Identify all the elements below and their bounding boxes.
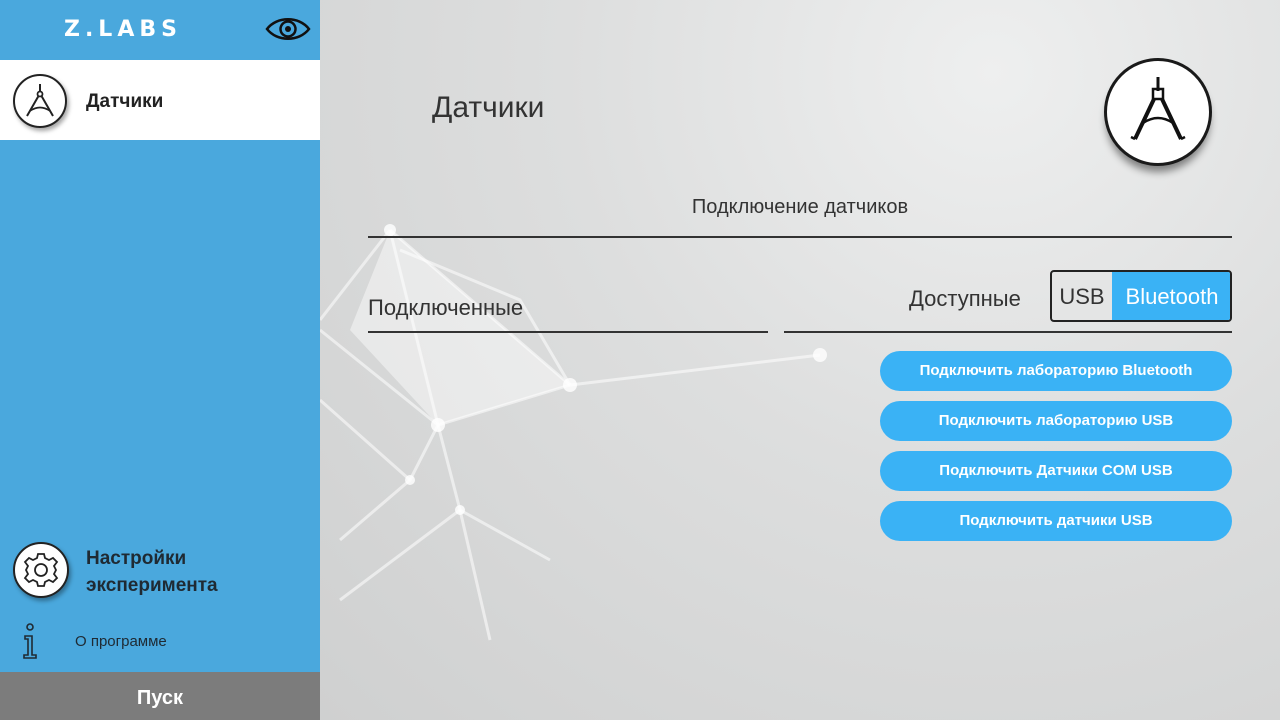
compass-icon (13, 74, 67, 128)
compass-icon (1104, 58, 1212, 166)
connect-sensors-usb-button[interactable]: Подключить датчики USB (880, 501, 1232, 541)
divider (368, 236, 1232, 238)
start-button[interactable]: Пуск (0, 672, 320, 720)
connection-type-toggle: USB Bluetooth (1050, 270, 1232, 322)
toggle-bluetooth[interactable]: Bluetooth (1112, 272, 1230, 320)
divider (368, 331, 768, 333)
connected-title: Подключенные (368, 295, 524, 320)
info-icon (23, 623, 37, 659)
connect-lab-usb-button[interactable]: Подключить лабораторию USB (880, 401, 1232, 441)
eye-icon[interactable] (265, 13, 311, 45)
connect-lab-bluetooth-button[interactable]: Подключить лабораторию Bluetooth (880, 351, 1232, 391)
sidebar-item-label: Настройки эксперимента (86, 545, 218, 599)
divider (784, 331, 1232, 333)
sidebar-item-label: О программе (75, 633, 167, 650)
section-title: Подключение датчиков (691, 196, 909, 218)
settings-label-line2: эксперимента (86, 575, 218, 596)
sidebar-item-sensors[interactable]: Датчики (0, 60, 320, 140)
available-title: Доступные (909, 286, 1021, 311)
sidebar: Z.LABS Датчики Н (0, 0, 320, 720)
gear-icon (13, 542, 69, 598)
main-content: Датчики Подключение датчиков Подключенны… (320, 0, 1280, 720)
sidebar-item-experiment-settings[interactable]: Настройки эксперимента (0, 536, 320, 606)
settings-label-line1: Настройки (86, 548, 187, 569)
sidebar-item-label: Датчики (86, 91, 164, 112)
app-logo: Z.LABS (64, 17, 182, 42)
page-title: Датчики (432, 91, 545, 124)
background-network-decoration (320, 224, 827, 641)
connect-sensors-com-usb-button[interactable]: Подключить Датчики COM USB (880, 451, 1232, 491)
sidebar-item-about[interactable]: О программе (0, 620, 320, 664)
logo-bar: Z.LABS (0, 0, 320, 60)
toggle-usb[interactable]: USB (1059, 284, 1105, 309)
